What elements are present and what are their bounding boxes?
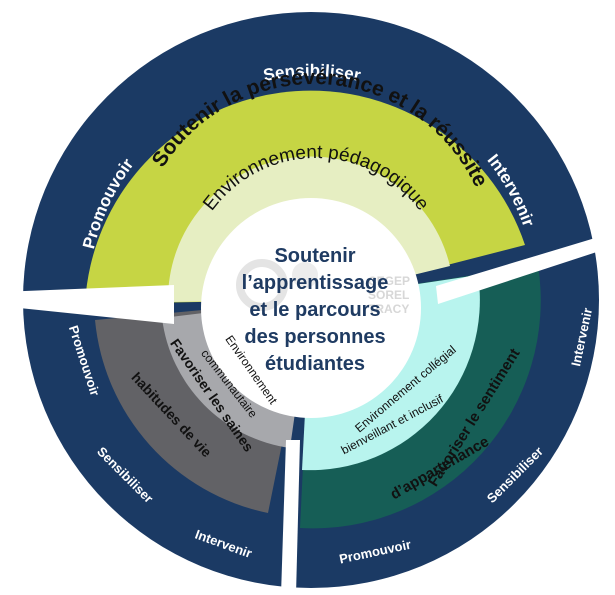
center-line-1: Soutenir (274, 245, 355, 267)
logo-dot (292, 262, 318, 288)
logo-ring (236, 259, 288, 311)
separator-bottom (281, 440, 300, 595)
separator-right (436, 232, 615, 304)
logo-line-1: CEGEP (368, 274, 410, 288)
center-line-4: des personnes (244, 326, 385, 348)
center-line-3: et le parcours (249, 299, 380, 321)
center-line-5: étudiantes (265, 353, 365, 375)
separator-left (0, 285, 174, 324)
logo-line-2: SOREL (368, 288, 409, 302)
center-title: Soutenir l’apprentissage et le parcours … (242, 245, 389, 375)
center-line-2: l’apprentissage (242, 272, 389, 294)
center-circle (201, 198, 421, 418)
logo-line-3: TRACY (368, 302, 409, 316)
cegep-logo-watermark: CEGEP SOREL TRACY (236, 259, 410, 316)
